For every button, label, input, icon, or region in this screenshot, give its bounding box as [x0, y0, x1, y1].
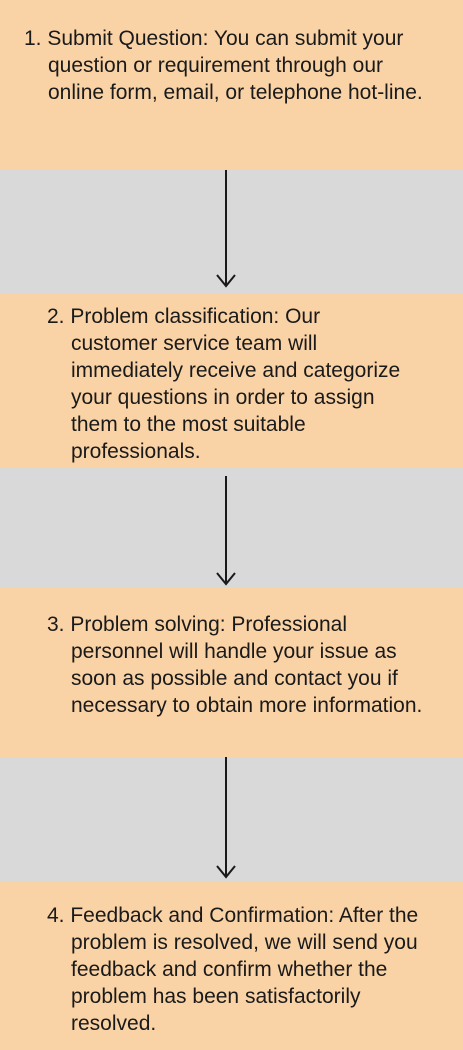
step-submit-question-box: 1. Submit Question: You can submit your …: [0, 0, 463, 170]
step-problem-solving-box: 3. Problem solving: Professional personn…: [0, 587, 463, 757]
down-arrow-icon: [216, 170, 236, 288]
step-feedback-confirmation-text: 4. Feedback and Confirmation: After the …: [47, 904, 419, 1035]
step-submit-question-text: 1. Submit Question: You can submit your …: [24, 27, 423, 104]
down-arrow-icon: [216, 757, 236, 879]
step-problem-classification-text: 2. Problem classification: Our customer …: [47, 305, 401, 463]
step-problem-classification-box: 2. Problem classification: Our customer …: [0, 293, 463, 468]
step-problem-solving-text: 3. Problem solving: Professional personn…: [47, 613, 423, 717]
down-arrow-icon: [216, 476, 236, 586]
step-feedback-confirmation-box: 4. Feedback and Confirmation: After the …: [0, 882, 463, 1050]
